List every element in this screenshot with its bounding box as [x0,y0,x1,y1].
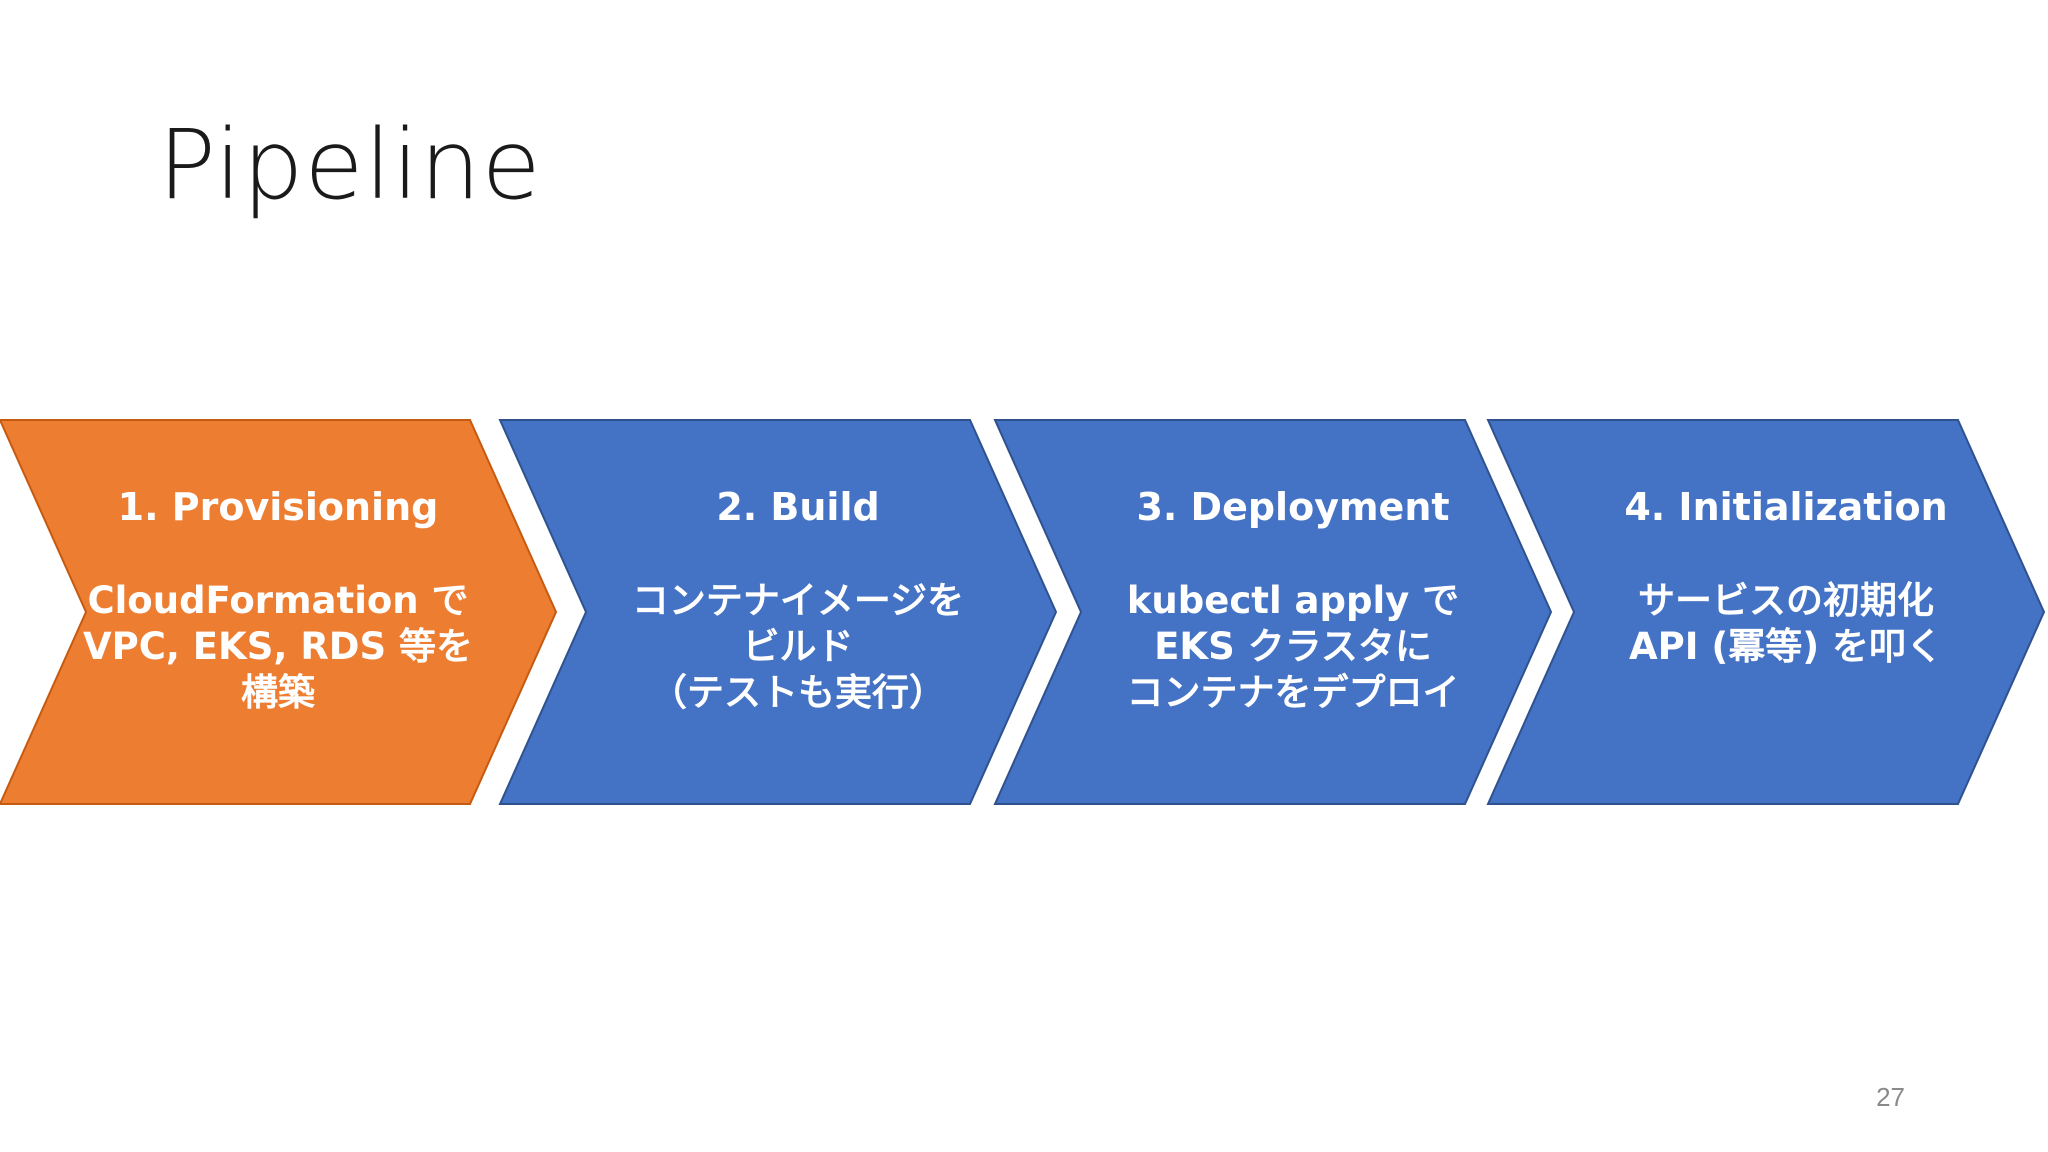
step-3-description: kubectl apply で EKS クラスタに コンテナをデプロイ [1126,579,1460,714]
step-4-chevron [1486,419,2046,805]
step-3-chevron-shape [993,419,1553,805]
step-2-chevron [498,419,1058,805]
step-2-description: コンテナイメージを ビルド （テストも実行） [631,579,965,714]
step-4-description: サービスの初期化 API (冪等) を叩く [1628,579,1944,668]
pipeline-step-deployment: 3. Deployment kubectl apply で EKS クラスタに … [993,419,1553,805]
step-3-label: 3. Deployment [1136,485,1450,529]
step-2-chevron-shape [498,419,1058,805]
step-1-label: 1. Provisioning [117,485,439,529]
slide-title: Pipeline [158,109,542,221]
step-1-description: CloudFormation で VPC, EKS, RDS 等を 構築 [82,579,474,714]
step-4-label: 4. Initialization [1624,485,1948,529]
step-2-label: 2. Build [716,485,880,529]
step-1-chevron [0,419,558,805]
page-number: 27 [1876,1082,1905,1112]
pipeline-step-initialization: 4. Initialization サービスの初期化 API (冪等) を叩く [1486,419,2046,805]
pipeline-step-build: 2. Build コンテナイメージを ビルド （テストも実行） [498,419,1058,805]
step-4-chevron-shape [1486,419,2046,805]
step-3-chevron [993,419,1553,805]
pipeline-step-provisioning: 1. Provisioning CloudFormation で VPC, EK… [0,419,558,805]
step-1-chevron-shape [0,419,558,805]
